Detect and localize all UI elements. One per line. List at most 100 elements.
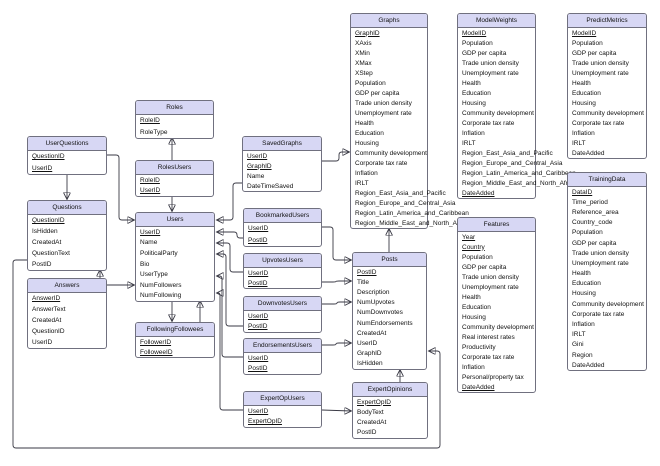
field-row-userid: UserID <box>243 151 321 161</box>
field-row-region: Region <box>568 350 646 360</box>
table-title-bar[interactable]: RolesUsers <box>136 161 213 175</box>
table-title-bar[interactable]: DownvotesUsers <box>244 297 321 311</box>
field-row-health: Health <box>458 292 535 302</box>
table-title-bar[interactable]: Questions <box>28 201 106 215</box>
field-name: Reference_area <box>572 208 619 216</box>
field-row-community-development: Community development <box>458 108 535 118</box>
connector-expertopusers-to-users <box>217 293 243 411</box>
field-row-population: Population <box>458 38 535 48</box>
field-row-unemployment-rate: Unemployment rate <box>568 68 646 78</box>
field-row-education: Education <box>458 302 535 312</box>
table-title-bar[interactable]: UpvotesUsers <box>244 254 321 268</box>
primary-key-field-name: UserID <box>140 187 161 195</box>
table-title-bar[interactable]: Answers <box>28 279 106 293</box>
table-title-bar[interactable]: Graphs <box>351 14 427 28</box>
field-name: NumUpvotes <box>357 299 395 307</box>
connector-questions-to-posts <box>12 259 441 449</box>
table-title-bar[interactable]: UserQuestions <box>28 137 106 151</box>
field-row-numupvotes: NumUpvotes <box>353 298 426 308</box>
table-title-bar[interactable]: TrainingData <box>568 173 646 187</box>
field-row-userid: UserID <box>136 186 213 197</box>
primary-key-field-name: AnswerID <box>32 295 61 302</box>
field-name: Housing <box>355 139 379 147</box>
table-title: ModelWeights <box>475 17 518 24</box>
field-row-postid: PostID <box>28 259 106 270</box>
field-row-region-east-asia-and-pacific: Region_East_Asia_and_Pacific <box>351 188 446 198</box>
field-row-population: Population <box>568 38 646 48</box>
field-name: GDP per capita <box>572 239 617 247</box>
table-title-bar[interactable]: EndorsementsUsers <box>244 339 321 353</box>
field-row-answertext: AnswerText <box>28 304 106 315</box>
field-name: XAxis <box>355 39 372 47</box>
field-row-xmin: XMin <box>351 48 427 58</box>
table-title: RolesUsers <box>157 164 192 171</box>
table-title: DownvotesUsers <box>257 300 308 307</box>
table-title-bar[interactable]: ExpertOpUsers <box>244 392 321 406</box>
field-name: Corporate tax rate <box>355 159 408 167</box>
table-title: Roles <box>166 104 183 111</box>
field-row-userid: UserID <box>244 311 321 322</box>
primary-key-field-name: ExpertOpID <box>357 398 391 406</box>
field-row-trade-union-density: Trade union density <box>568 58 646 68</box>
field-name: GDP per capita <box>462 49 507 57</box>
field-name: Productivity <box>462 343 496 351</box>
field-row-numendorsements: NumEndorsements <box>353 318 426 328</box>
table-title: ExpertOpUsers <box>260 395 305 402</box>
field-row-year: Year <box>458 232 535 242</box>
table-title-bar[interactable]: PredictMetrics <box>568 14 646 28</box>
field-row-trade-union-density: Trade union density <box>458 58 535 68</box>
field-row-country-code: Country_code <box>568 218 646 228</box>
table-title-bar[interactable]: FollowingFollowees <box>136 323 214 337</box>
primary-key-field-name: ModelID <box>572 29 597 37</box>
field-row-modelid: ModelID <box>458 28 535 38</box>
field-row-corporate-tax-rate: Corporate tax rate <box>351 158 427 168</box>
table-title-bar[interactable]: Users <box>136 213 214 227</box>
table-title-bar[interactable]: ModelWeights <box>458 14 535 28</box>
field-name: IRLT <box>355 179 369 187</box>
table-title-bar[interactable]: SavedGraphs <box>243 137 321 151</box>
field-name: QuestionID <box>32 328 65 335</box>
field-row-expertopid: ExpertOpID <box>353 397 427 407</box>
field-row-region-latin-america-and-caribbean: Region_Latin_America_and_Caribbean <box>351 208 469 218</box>
table-title-bar[interactable]: BookmarkedUsers <box>244 209 321 223</box>
field-row-housing: Housing <box>568 289 646 299</box>
field-name: Description <box>357 288 390 296</box>
field-row-answerid: AnswerID <box>28 293 106 304</box>
table-title-bar[interactable]: Posts <box>353 253 426 267</box>
field-row-corporate-tax-rate: Corporate tax rate <box>458 118 535 128</box>
table-title-bar[interactable]: Features <box>458 218 535 232</box>
connector-bookmarkedusers-to-users <box>217 232 243 239</box>
field-name: Region_Middle_East_and_North_Africa <box>355 219 470 227</box>
table-title: BookmarkedUsers <box>255 212 310 219</box>
field-name: IRLT <box>462 139 476 147</box>
table-title-bar[interactable]: Roles <box>136 101 213 115</box>
field-name: Bio <box>140 260 150 268</box>
field-row-roleid: RoleID <box>136 115 213 127</box>
primary-key-field-name: PostID <box>248 365 268 373</box>
field-name: Region_Latin_America_and_Caribbean <box>462 169 576 177</box>
field-row-numfollowing: NumFollowing <box>136 291 214 302</box>
table-title-bar[interactable]: ExpertOpinions <box>353 383 427 397</box>
primary-key-field-name: DateAdded <box>462 189 495 197</box>
field-name: Trade union density <box>355 99 412 107</box>
